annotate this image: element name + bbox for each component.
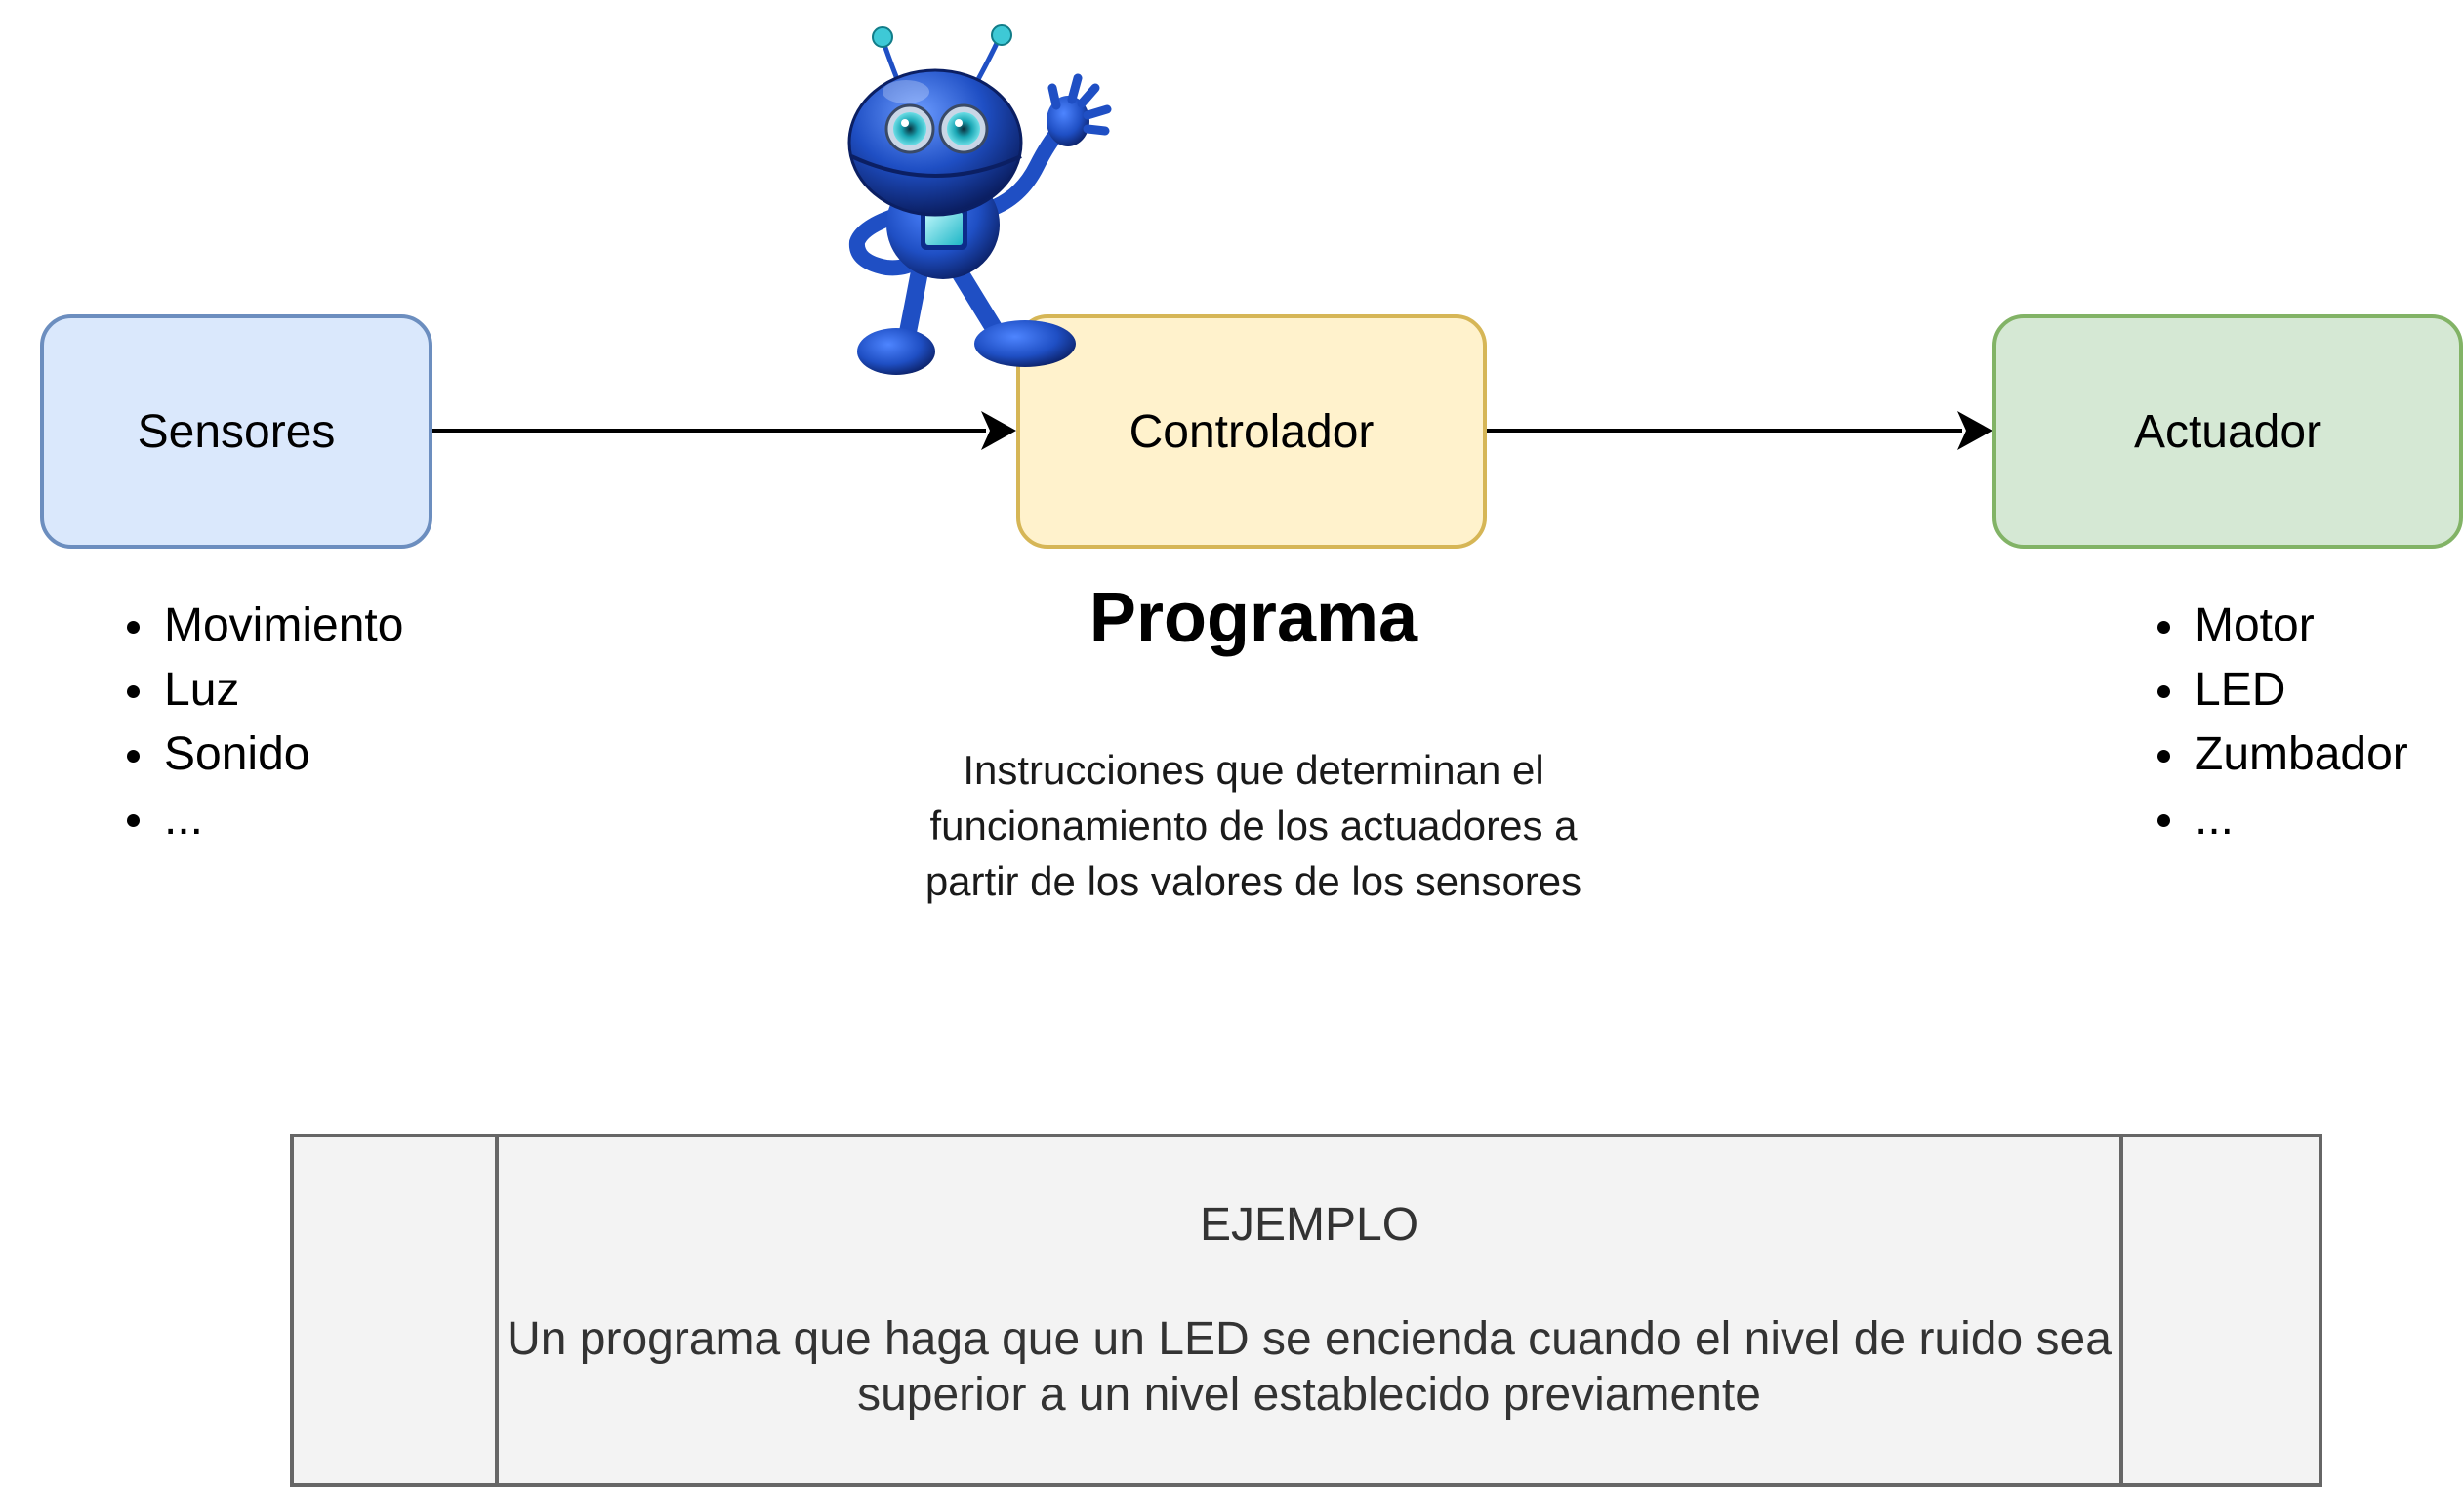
arrow-sensores-to-controlador	[432, 411, 1016, 450]
programa-title: Programa	[1088, 579, 1418, 657]
example-divider-right	[2119, 1137, 2123, 1483]
node-actuador: Actuador	[1992, 314, 2463, 549]
sensores-list: Movimiento Luz Sonido ...	[123, 594, 403, 851]
arrow-controlador-to-actuador	[1487, 411, 1992, 450]
node-actuador-label: Actuador	[2133, 405, 2322, 458]
node-sensores-label: Sensores	[137, 405, 336, 458]
programa-description: Instrucciones que determinan el funciona…	[924, 747, 1582, 904]
example-text: Un programa que haga que un LED se encie…	[507, 1313, 2112, 1421]
list-item: Movimiento	[123, 594, 403, 658]
list-item: Motor	[2154, 594, 2408, 658]
example-content: EJEMPLO Un programa que haga que un LED …	[499, 1137, 2119, 1483]
list-item: ...	[2154, 787, 2408, 851]
node-sensores: Sensores	[40, 314, 432, 549]
actuador-list: Motor LED Zumbador ...	[2154, 594, 2408, 851]
node-controlador-label: Controlador	[1129, 405, 1375, 458]
example-box: EJEMPLO Un programa que haga que un LED …	[290, 1134, 2322, 1487]
list-item: Luz	[123, 658, 403, 723]
robot-mascot-icon	[847, 24, 1112, 375]
list-item: LED	[2154, 658, 2408, 723]
list-item: ...	[123, 787, 403, 851]
list-item: Sonido	[123, 723, 403, 787]
example-divider-left	[495, 1137, 499, 1483]
node-controlador: Controlador	[1016, 314, 1487, 549]
list-item: Zumbador	[2154, 723, 2408, 787]
example-label: EJEMPLO	[1199, 1199, 1419, 1251]
